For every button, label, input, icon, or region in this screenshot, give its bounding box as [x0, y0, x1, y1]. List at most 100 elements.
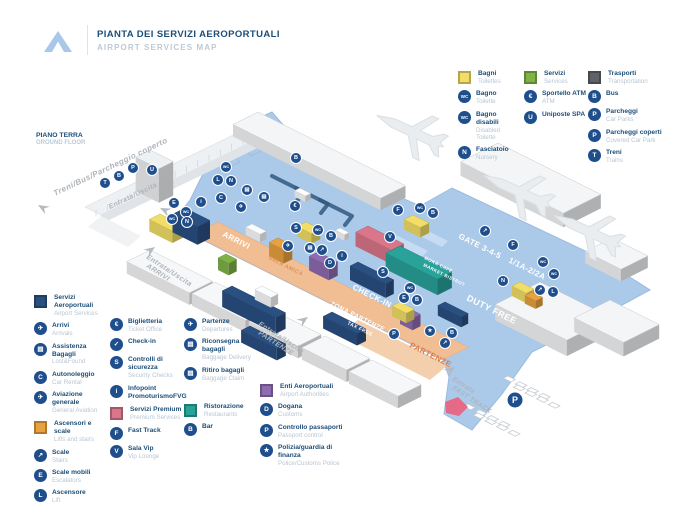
map-icon-infopoint: i: [195, 196, 207, 208]
fast-track-icon: F: [110, 426, 123, 440]
page-subtitle: AIRPORT SERVICES MAP: [97, 42, 218, 52]
svg-text:▤: ▤: [244, 187, 250, 193]
map-icon-partenze: ✈: [282, 240, 294, 252]
map-icon-polizia-guardia-di-finanza: ★: [424, 325, 436, 337]
scale-icon: ↗: [34, 448, 47, 462]
svg-text:B: B: [294, 155, 298, 161]
check-in-icon: ✓: [110, 338, 123, 352]
airplane-icon: [553, 214, 627, 262]
entrance-arrow-icon: [296, 317, 308, 327]
svg-text:P: P: [392, 331, 396, 337]
uniposte-spa-icon: U: [524, 110, 537, 124]
svg-text:E: E: [402, 295, 406, 301]
legend-item-label: Ascensori e scale: [54, 420, 92, 436]
legend-item-sublabel: Airport Authorities: [280, 390, 329, 398]
block-checkin-desks: [221, 285, 287, 334]
legend-item-text: Fast Track: [128, 427, 161, 435]
legend-item-label: Scale mobili: [52, 469, 91, 477]
legend-item-sublabel: Toilettes: [478, 77, 501, 85]
legend-item-text: Bar: [202, 423, 213, 431]
polizia-guardia-di-finanza-icon: ★: [260, 444, 273, 458]
parked-car: [484, 418, 498, 425]
legend-item-label: Check-in: [128, 338, 156, 346]
parcheggi-icon: P: [588, 108, 601, 122]
legend-item-sublabel: Arrivals: [52, 330, 73, 338]
svg-text:F: F: [396, 207, 400, 213]
map-icon-bar: B: [411, 294, 423, 306]
legend-item-label: Bar: [202, 423, 213, 431]
block-restaurant: [385, 245, 453, 296]
arrivi-icon: ✈: [34, 322, 47, 336]
airport-logo-icon: [44, 31, 72, 52]
partenze-zone: [340, 320, 448, 380]
legend-item-text: Bus: [606, 90, 618, 98]
legend-item-label: Fast Track: [128, 426, 161, 434]
legend-item-sublabel: ATM: [542, 98, 555, 106]
legend-item-label: Bagni: [478, 70, 497, 77]
legend-item-label: Bus: [606, 90, 619, 98]
map-icon-scale: ↗: [534, 284, 546, 296]
trasporti-square-icon: [588, 71, 601, 84]
transport-ramp-side: [101, 131, 274, 224]
map-icon-parcheggi-coperti: P: [127, 162, 139, 174]
legend-item-sublabel: Premium Services: [130, 414, 181, 422]
legend-item-label: Infopoint: [128, 384, 157, 392]
controllo-passaporti-icon: P: [260, 423, 273, 437]
svg-text:C: C: [219, 195, 223, 201]
block-desk: [240, 325, 287, 361]
baggage-belt: [318, 198, 354, 227]
legend-item-sublabel: Baggage Claim: [202, 374, 245, 382]
parked-car: [502, 375, 517, 383]
assistenza-bagagli-icon: ▤: [34, 342, 47, 356]
enti-aeroportuali-square-icon: [260, 384, 273, 397]
parked-car: [512, 384, 526, 392]
legend-item-sublabel: Departures: [202, 325, 233, 333]
svg-text:B: B: [117, 173, 121, 179]
legend-item-sublabel: Disabled Toilette: [476, 126, 501, 141]
bagno-disabili-icon: WC: [458, 110, 471, 124]
legend-item-sublabel: Lift: [52, 497, 61, 505]
bagno-icon: WC: [458, 90, 471, 104]
svg-text:▤: ▤: [307, 245, 313, 251]
legend-item-label: Sala Vip: [128, 444, 154, 452]
parked-car: [507, 429, 521, 437]
map-icon-fasciatoio: N: [181, 216, 193, 228]
svg-text:WC: WC: [407, 286, 414, 290]
svg-text:✈: ✈: [239, 203, 244, 210]
map-icon-infopoint: i: [336, 250, 348, 262]
legend-item-label: Fasciatoio: [476, 146, 509, 154]
legend-item-label: Scale: [52, 448, 70, 456]
legend-item-sublabel: Escalators: [52, 476, 81, 484]
map-icon-bagno-disabili: WC: [548, 268, 560, 280]
map-icon-arrivi: ✈: [235, 201, 247, 213]
servizi-premium-square-icon: [110, 407, 123, 421]
map-icon-riconsegna-bagagli: ▤: [304, 242, 316, 254]
legend-item-sublabel: Transportation: [608, 77, 648, 85]
dogana-icon: D: [260, 403, 273, 417]
map-icon-scale-mobili: E: [398, 292, 410, 304]
map-icon-fasciatoio: N: [225, 175, 237, 187]
block-kiosk: [245, 223, 267, 243]
legend-item-label: Assistenza Bagagli: [52, 342, 87, 358]
svg-text:↗: ↗: [320, 247, 325, 253]
map-icon-bagno: WC: [312, 224, 324, 236]
map-icon-fast-track: F: [392, 204, 404, 216]
